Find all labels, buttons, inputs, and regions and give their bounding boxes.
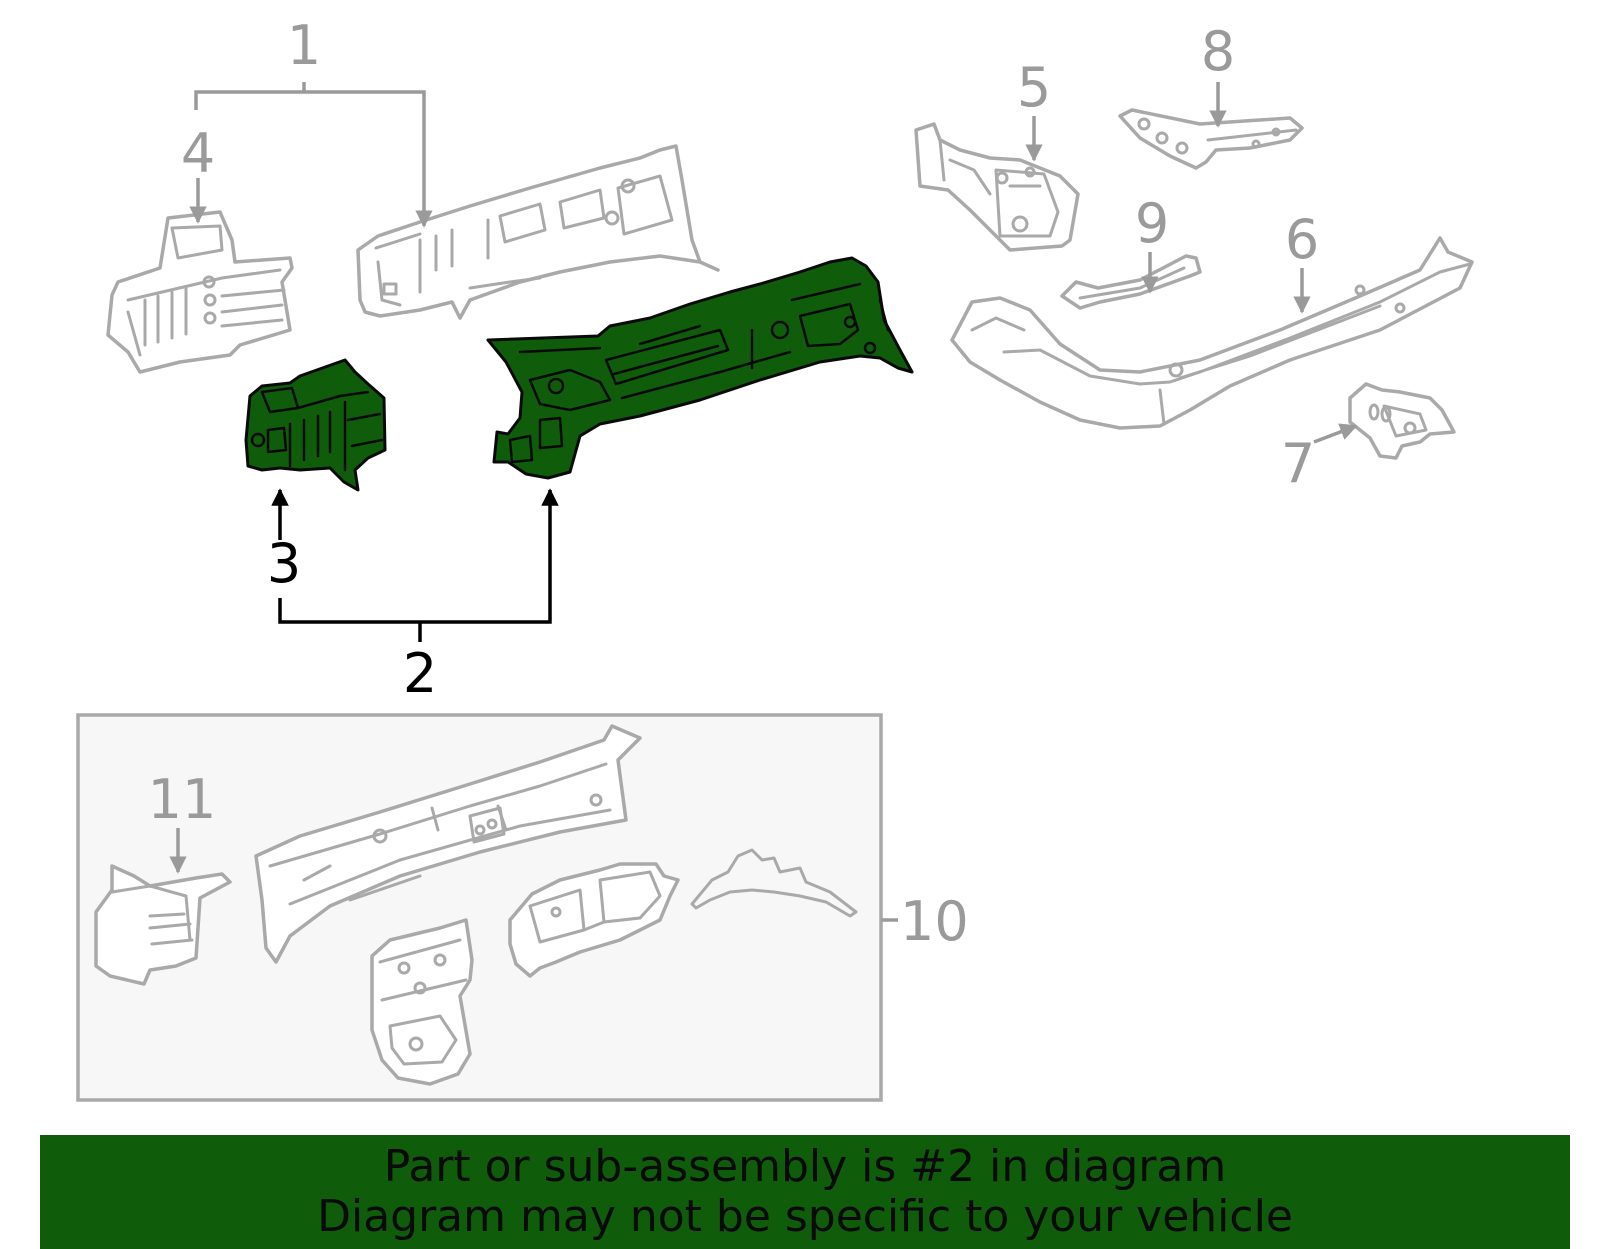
part-9-reinforcement[interactable] bbox=[1060, 254, 1202, 310]
banner-line-2: Diagram may not be specific to your vehi… bbox=[317, 1191, 1293, 1242]
info-banner: Part or sub-assembly is #2 in diagram Di… bbox=[40, 1135, 1570, 1249]
part-2-side-member[interactable] bbox=[486, 256, 914, 480]
callout-8: 8 bbox=[1201, 20, 1235, 83]
callout-4: 4 bbox=[181, 122, 215, 185]
part-7-bracket[interactable] bbox=[1348, 382, 1456, 460]
part-10-inset-panel[interactable] bbox=[76, 713, 883, 1102]
part-1-apron-assembly[interactable] bbox=[356, 144, 720, 320]
inset-lower-bracket[interactable] bbox=[370, 918, 474, 1086]
part-11-bracket[interactable] bbox=[94, 864, 232, 986]
part-5-bracket[interactable] bbox=[914, 122, 1080, 252]
inset-rail-assembly[interactable] bbox=[254, 724, 642, 964]
inset-small-part[interactable] bbox=[690, 848, 858, 918]
part-4-apron-reinforcement[interactable] bbox=[106, 210, 294, 374]
callout-labels: 1 2 3 4 5 6 7 8 9 10 11 bbox=[148, 14, 1320, 953]
callout-3: 3 bbox=[267, 532, 301, 595]
callout-6: 6 bbox=[1285, 208, 1319, 271]
callout-11: 11 bbox=[148, 768, 217, 831]
banner-line-1: Part or sub-assembly is #2 in diagram bbox=[383, 1141, 1227, 1192]
callout-5: 5 bbox=[1017, 56, 1051, 119]
callout-10: 10 bbox=[900, 890, 969, 953]
part-3-bracket[interactable] bbox=[244, 358, 387, 492]
callout-7: 7 bbox=[1281, 432, 1315, 495]
callout-1: 1 bbox=[287, 14, 321, 77]
callout-2: 2 bbox=[403, 642, 437, 705]
part-8-bracket[interactable] bbox=[1118, 108, 1304, 170]
callout-9: 9 bbox=[1135, 192, 1169, 255]
part-6-lower-rail[interactable] bbox=[950, 236, 1474, 430]
leader-lines bbox=[169, 82, 1358, 922]
inset-middle-bracket[interactable] bbox=[508, 862, 680, 978]
